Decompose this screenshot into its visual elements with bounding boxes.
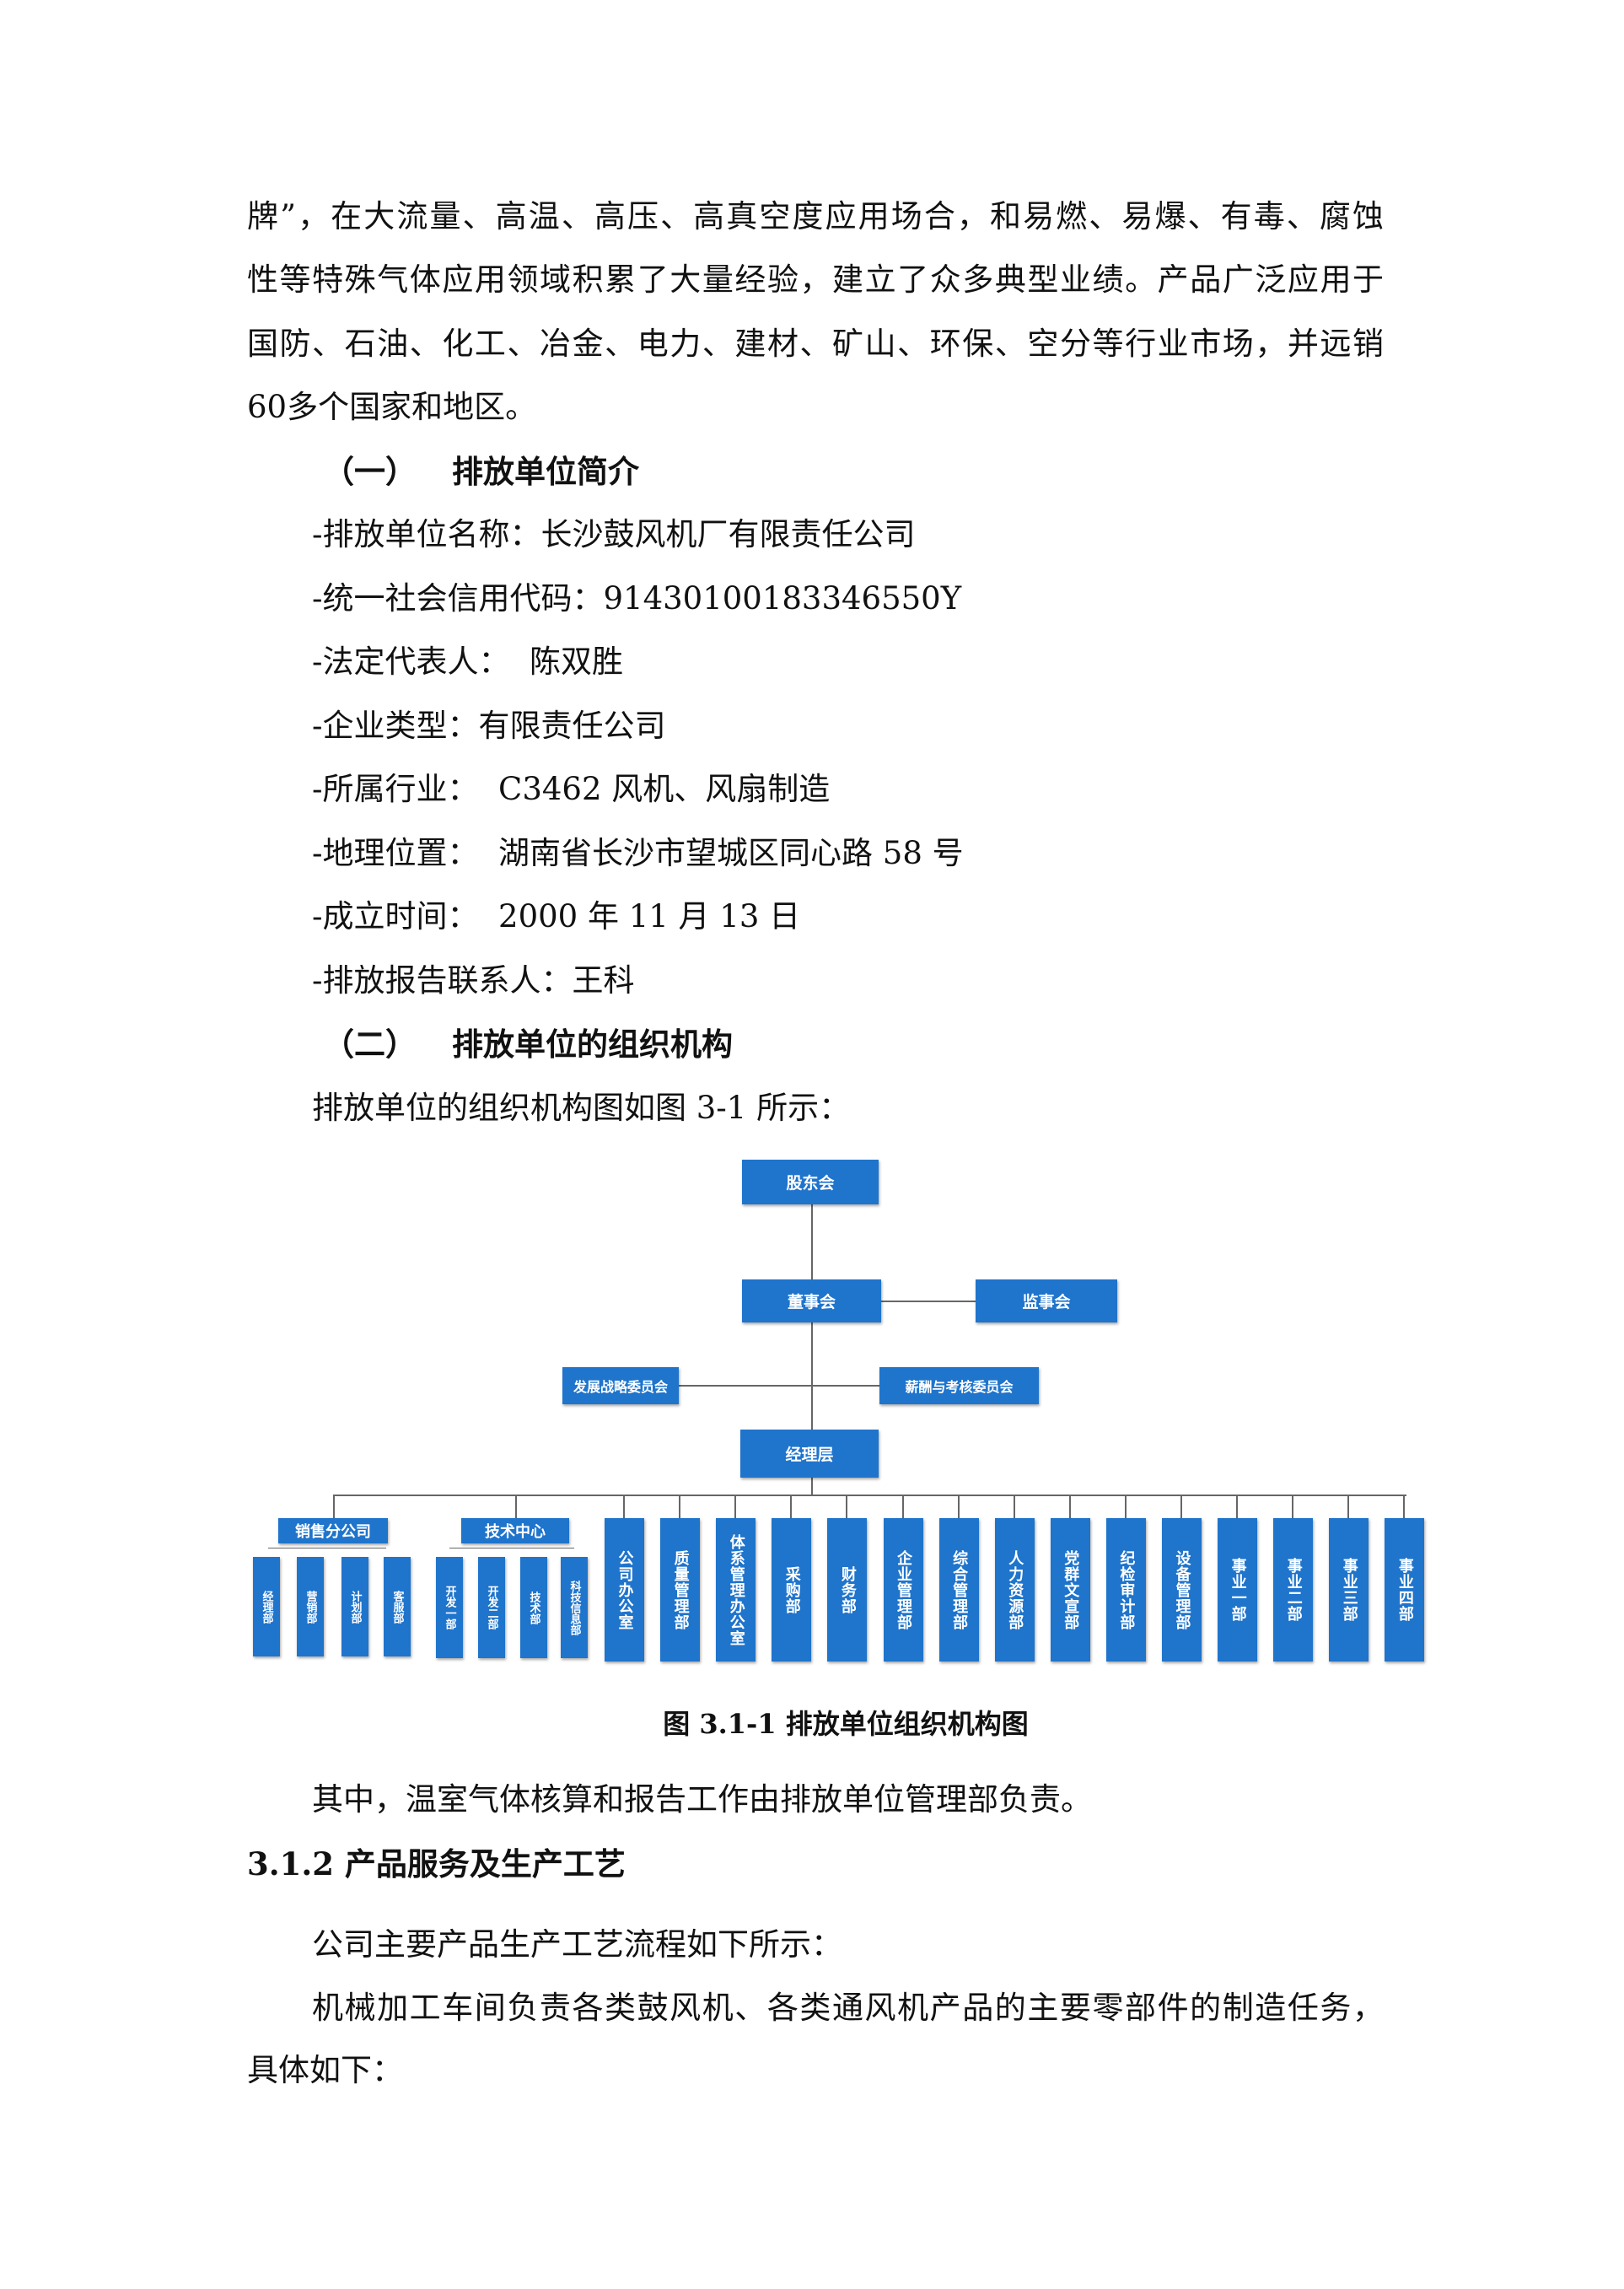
- connector: [623, 1495, 625, 1518]
- org-box-tech-center: 技术中心: [461, 1518, 569, 1543]
- connector: [1124, 1495, 1127, 1518]
- connector: [811, 1478, 813, 1495]
- info-item: -企业类型：有限责任公司: [312, 708, 666, 744]
- org-box-department: 质量管理部: [660, 1518, 701, 1662]
- paragraph-line: 性等特殊气体应用领域积累了大量经验，建立了众多典型业绩。产品广泛应用于: [247, 261, 1384, 298]
- connector: [811, 1322, 813, 1430]
- connector: [846, 1495, 848, 1518]
- org-box-board: 董事会: [742, 1279, 881, 1322]
- connector: [1403, 1495, 1406, 1518]
- info-item: -所属行业： C3462 风机、风扇制造: [312, 771, 831, 807]
- org-box-department: 体系管理办公室: [716, 1518, 756, 1662]
- org-box-department: 采购部: [772, 1518, 812, 1662]
- org-box-strategy-committee: 发展战略委员会: [562, 1367, 679, 1404]
- org-box-department: 事业一部: [1218, 1518, 1258, 1662]
- connector: [881, 1301, 976, 1302]
- org-box-shareholders: 股东会: [742, 1160, 879, 1204]
- info-item: -法定代表人： 陈双胜: [312, 644, 624, 680]
- subsection-heading: 3.1.2 产品服务及生产工艺: [247, 1845, 626, 1882]
- paragraph-line: 排放单位的组织机构图如图 3-1 所示：: [312, 1090, 851, 1126]
- org-box-sales-unit: 计划部: [341, 1557, 368, 1656]
- info-item: -成立时间： 2000 年 11 月 13 日: [312, 898, 801, 934]
- connector: [679, 1495, 681, 1518]
- org-box-department: 事业二部: [1273, 1518, 1314, 1662]
- figure-caption: 图 3.1-1 排放单位组织机构图: [663, 1708, 1029, 1740]
- paragraph-line: 牌”，在大流量、高温、高压、高真空度应用场合，和易燃、易爆、有毒、腐蚀: [247, 198, 1384, 234]
- paragraph-line: 其中，温室气体核算和报告工作由排放单位管理部负责。: [312, 1781, 1092, 1818]
- paragraph-line: 国防、石油、化工、冶金、电力、建材、矿山、环保、空分等行业市场，并远销: [247, 326, 1384, 362]
- connector: [901, 1495, 904, 1518]
- org-box-department: 党群文宣部: [1050, 1518, 1090, 1662]
- info-item: -统一社会信用代码：91430100183346550Y: [312, 580, 962, 617]
- connector: [790, 1495, 793, 1518]
- connector: [1292, 1495, 1294, 1518]
- org-box-department: 企业管理部: [883, 1518, 923, 1662]
- paragraph-line: 60多个国家和地区。: [247, 389, 537, 425]
- paragraph-line: 机械加工车间负责各类鼓风机、各类通风机产品的主要零部件的制造任务，: [312, 1990, 1384, 2026]
- connector: [1347, 1495, 1350, 1518]
- connector: [957, 1495, 960, 1518]
- connector: [1013, 1495, 1015, 1518]
- org-box-sales-unit: 营销部: [297, 1557, 324, 1656]
- org-box-tech-unit: 开发二部: [478, 1557, 505, 1658]
- connector: [811, 1204, 813, 1280]
- org-box-department: 纪检审计部: [1105, 1518, 1146, 1662]
- org-box-tech-unit: 技术部: [520, 1557, 547, 1658]
- org-box-sales-unit: 客服部: [384, 1557, 411, 1656]
- org-box-department: 人力资源部: [994, 1518, 1035, 1662]
- org-box-sales-unit: 经理部: [253, 1557, 280, 1656]
- org-box-department: 财务部: [827, 1518, 868, 1662]
- org-box-department: 事业四部: [1385, 1518, 1425, 1662]
- org-box-compensation-committee: 薪酬与考核委员会: [879, 1367, 1039, 1404]
- connector: [1236, 1495, 1239, 1518]
- connector: [1180, 1495, 1182, 1518]
- org-box-sales-branch: 销售分公司: [278, 1518, 388, 1543]
- connector-bus: [335, 1495, 1406, 1496]
- org-box-supervisors: 监事会: [976, 1279, 1117, 1322]
- info-item: -地理位置： 湖南省长沙市望城区同心路 58 号: [312, 835, 964, 871]
- section-number: （一）: [323, 453, 417, 490]
- connector: [679, 1385, 879, 1387]
- org-box-department: 公司办公室: [605, 1518, 644, 1662]
- section-number: （二）: [323, 1026, 417, 1063]
- org-box-department: 事业三部: [1329, 1518, 1369, 1662]
- connector: [1068, 1495, 1071, 1518]
- org-box-department: 设备管理部: [1162, 1518, 1202, 1662]
- info-item: -排放单位名称：长沙鼓风机厂有限责任公司: [312, 516, 916, 552]
- org-box-tech-unit: 科技信息部: [561, 1557, 588, 1658]
- org-box-department: 综合管理部: [938, 1518, 979, 1662]
- org-box-tech-unit: 开发一部: [436, 1557, 463, 1658]
- section-heading: 排放单位简介: [452, 453, 639, 490]
- connector: [734, 1495, 737, 1518]
- paragraph-line: 公司主要产品生产工艺流程如下所示：: [312, 1926, 842, 1963]
- org-box-management: 经理层: [740, 1430, 879, 1478]
- connector: [333, 1495, 335, 1518]
- section-heading: 排放单位的组织机构: [452, 1026, 733, 1063]
- info-item: -排放报告联系人：王科: [312, 962, 635, 999]
- paragraph-line: 具体如下：: [247, 2052, 403, 2088]
- connector: [515, 1495, 517, 1518]
